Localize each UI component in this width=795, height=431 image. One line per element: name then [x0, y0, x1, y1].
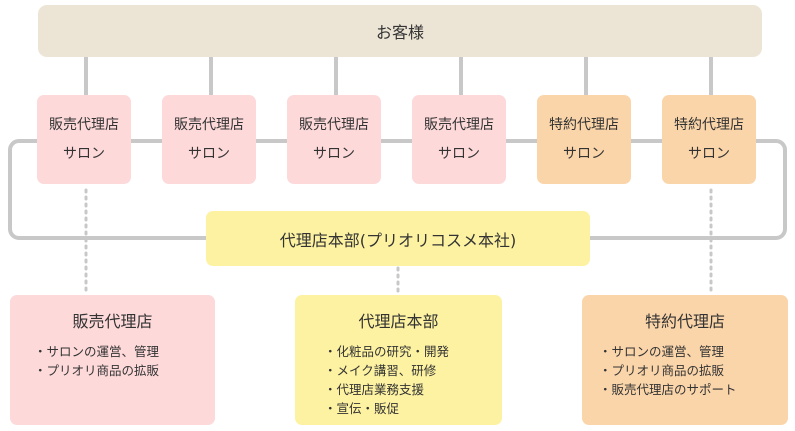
- salon-name-label: サロン: [438, 145, 480, 162]
- info-box-list: サロンの運営、管理 プリオリ商品の拡販 販売代理店のサポート: [599, 342, 788, 399]
- info-box-title: 販売代理店: [72, 312, 153, 331]
- list-item: 代理店業務支援: [324, 380, 502, 399]
- list-item: プリオリ商品の拡販: [599, 361, 788, 380]
- salon-box-2: 販売代理店 サロン: [162, 95, 256, 184]
- salon-type-label: 特約代理店: [674, 116, 744, 133]
- list-item: サロンの運営、管理: [34, 342, 215, 361]
- list-item: プリオリ商品の拡販: [34, 361, 215, 380]
- salon-box-6: 特約代理店 サロン: [662, 95, 756, 184]
- salon-type-label: 販売代理店: [424, 116, 494, 133]
- info-box-title: 特約代理店: [644, 312, 725, 331]
- salon-type-label: 特約代理店: [549, 116, 619, 133]
- list-item: 化粧品の研究・開発: [324, 342, 502, 361]
- salon-box-3: 販売代理店 サロン: [287, 95, 381, 184]
- salon-type-label: 販売代理店: [49, 116, 119, 133]
- dotted-connectors: [84, 188, 713, 294]
- salon-type-label: 販売代理店: [174, 116, 244, 133]
- customer-label: お客様: [375, 23, 424, 42]
- salon-box-1: 販売代理店 サロン: [37, 95, 131, 184]
- salon-type-label: 販売代理店: [299, 116, 369, 133]
- headquarters-label: 代理店本部(プリオリコスメ本社): [279, 230, 517, 250]
- salon-name-label: サロン: [313, 145, 355, 162]
- list-item: メイク講習、研修: [324, 361, 502, 380]
- special-agency-info-box: 特約代理店 サロンの運営、管理 プリオリ商品の拡販 販売代理店のサポート: [582, 295, 788, 425]
- list-item: サロンの運営、管理: [599, 342, 788, 361]
- salon-name-label: サロン: [63, 145, 105, 162]
- customer-to-salon-lines: [84, 57, 713, 95]
- list-item: 販売代理店のサポート: [599, 380, 788, 399]
- info-box-list: 化粧品の研究・開発 メイク講習、研修 代理店業務支援 宣伝・販促: [324, 342, 502, 418]
- salon-box-5: 特約代理店 サロン: [537, 95, 631, 184]
- salon-name-label: サロン: [188, 145, 230, 162]
- salon-name-label: サロン: [563, 145, 605, 162]
- salon-name-label: サロン: [688, 145, 730, 162]
- list-item: 宣伝・販促: [324, 399, 502, 418]
- salon-box-4: 販売代理店 サロン: [412, 95, 506, 184]
- customer-box: お客様: [38, 5, 762, 57]
- headquarters-info-box: 代理店本部 化粧品の研究・開発 メイク講習、研修 代理店業務支援 宣伝・販促: [295, 295, 502, 425]
- sales-agency-info-box: 販売代理店 サロンの運営、管理 プリオリ商品の拡販: [10, 295, 215, 425]
- info-box-list: サロンの運営、管理 プリオリ商品の拡販: [34, 342, 215, 380]
- info-box-title: 代理店本部: [358, 312, 439, 331]
- headquarters-box: 代理店本部(プリオリコスメ本社): [206, 211, 590, 266]
